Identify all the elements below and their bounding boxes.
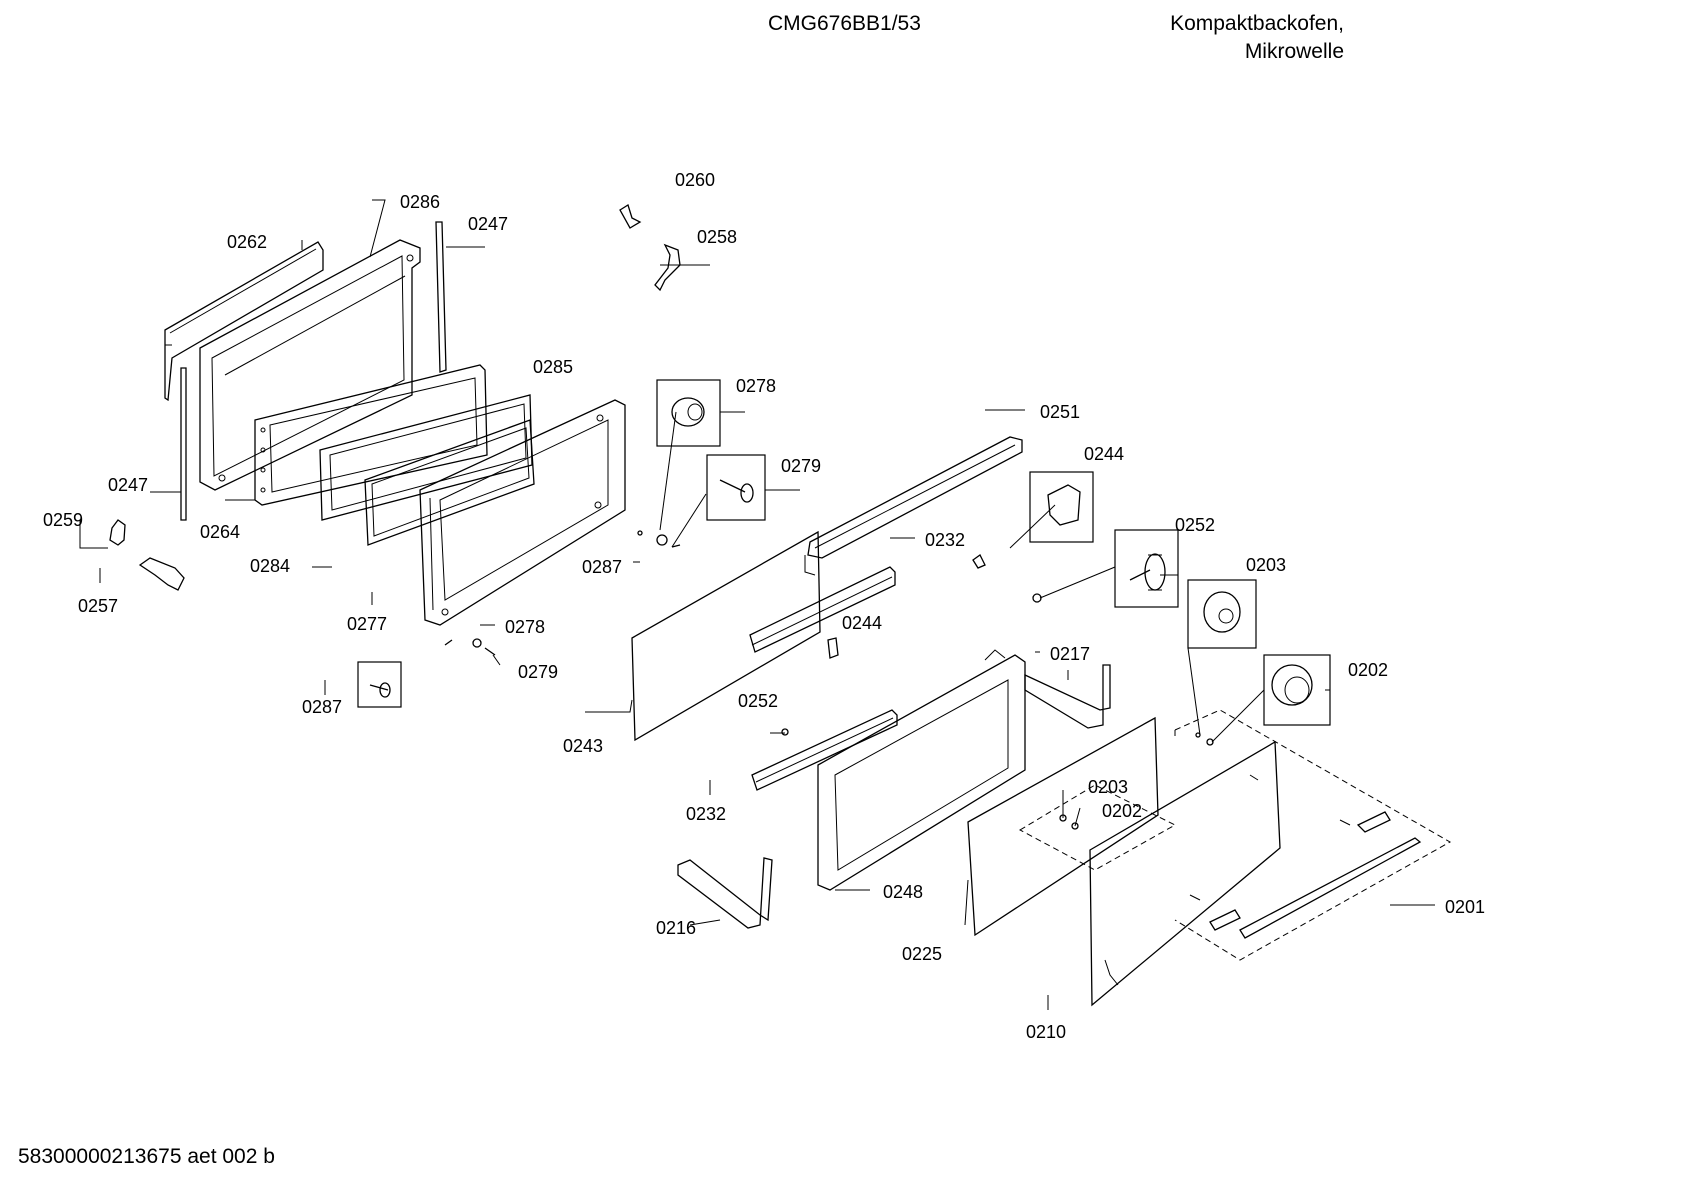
seal-strip-0247-top [435, 221, 447, 373]
callout-0286: 0286 [400, 192, 440, 212]
callout-0260: 0260 [675, 170, 715, 190]
callout-0232-top: 0232 [925, 530, 965, 550]
callout-0216: 0216 [656, 918, 696, 938]
glass-pane-0264 [254, 364, 488, 506]
callout-0244-top: 0244 [1084, 444, 1124, 464]
bracket-0232-upper [749, 566, 896, 653]
leader-lines [79, 199, 1435, 1010]
callout-0217: 0217 [1050, 644, 1090, 664]
callout-0243: 0243 [563, 736, 603, 756]
callout-0262: 0262 [227, 232, 267, 252]
document-number: 58300000213675 aet 002 b [18, 1145, 275, 1168]
callout-0248: 0248 [883, 882, 923, 902]
model-number: CMG676BB1/53 [768, 12, 921, 35]
panel-0243 [631, 530, 821, 742]
hinge-0257 [138, 557, 185, 591]
door-gasket-0262 [164, 241, 324, 402]
callout-0285: 0285 [533, 357, 573, 377]
front-panel-0210 [1089, 740, 1281, 1007]
pin-0279-detail [706, 454, 766, 521]
appliance-description-line2: Mikrowelle [1244, 40, 1344, 63]
callout-0247-left: 0247 [108, 475, 148, 495]
seal-0277 [364, 419, 535, 546]
callout-0202-lower: 0202 [1102, 801, 1142, 821]
callout-0279-lower: 0279 [518, 662, 558, 682]
callout-0277: 0277 [347, 614, 387, 634]
pin-0279-small [671, 544, 681, 548]
callout-0201: 0201 [1445, 897, 1485, 917]
callout-0232-lower: 0232 [686, 804, 726, 824]
knob-0202-small [1071, 822, 1079, 830]
callout-0257: 0257 [78, 596, 118, 616]
callout-0287-lower: 0287 [302, 697, 342, 717]
callout-0278-lower: 0278 [505, 617, 545, 637]
knob-axle-0252-lower [781, 728, 789, 736]
knob-axle-0252-detail [1114, 529, 1179, 608]
callout-0251: 0251 [1040, 402, 1080, 422]
knob-axle-0252-small [1032, 593, 1042, 603]
callout-0202-top: 0202 [1348, 660, 1388, 680]
callout-0244-lower: 0244 [842, 613, 882, 633]
side-bracket-0217 [1024, 664, 1111, 729]
callout-0279-top: 0279 [781, 456, 821, 476]
clip-0244-small [972, 554, 986, 569]
screw-0287-detail [357, 661, 402, 708]
window-frame-0248 [817, 649, 1026, 891]
knob-0202-detail [1263, 654, 1331, 726]
appliance-description-line1: Kompaktbackofen, [1170, 12, 1344, 35]
outer-door-frame-0285 [419, 399, 626, 626]
hinge-0259 [109, 519, 126, 546]
side-bracket-0216 [677, 857, 773, 929]
callout-0258: 0258 [697, 227, 737, 247]
bracket-0258 [654, 243, 681, 292]
panel-outline-dashed [1018, 784, 1177, 871]
callout-0259: 0259 [43, 510, 83, 530]
callout-0210: 0210 [1026, 1022, 1066, 1042]
callout-0247-top: 0247 [468, 214, 508, 234]
knob-0203-detail [1187, 579, 1257, 649]
screw-0287-lower [444, 639, 453, 646]
callout-0225: 0225 [902, 944, 942, 964]
pin-0279-lower [484, 647, 496, 656]
glass-pane-0284 [319, 394, 533, 521]
roller-0278-detail [656, 379, 721, 447]
callout-labels: 0260 0258 0286 0262 0247 0285 0278 0279 … [43, 170, 1485, 1042]
screw-0287-small [637, 530, 643, 536]
callout-0252-lower: 0252 [738, 691, 778, 711]
seal-strip-0247-left [180, 367, 187, 521]
bracket-0260 [619, 204, 642, 229]
clip-0244-lower [827, 637, 839, 659]
rail-0251 [804, 436, 1023, 576]
inner-door-frame-0286 [199, 239, 421, 491]
roller-0278-lower [472, 638, 482, 648]
rail-0232-lower [751, 709, 898, 791]
control-housing-0201 [1174, 709, 1452, 961]
panel-0225 [967, 716, 1159, 937]
callout-0264: 0264 [200, 522, 240, 542]
callout-0278-top: 0278 [736, 376, 776, 396]
callout-0287-mid: 0287 [582, 557, 622, 577]
callout-0203-top: 0203 [1246, 555, 1286, 575]
callout-0284: 0284 [250, 556, 290, 576]
callout-0252-top: 0252 [1175, 515, 1215, 535]
clip-0244-detail [1029, 471, 1094, 543]
roller-0278-small [656, 534, 668, 546]
callout-0203-lower: 0203 [1088, 777, 1128, 797]
